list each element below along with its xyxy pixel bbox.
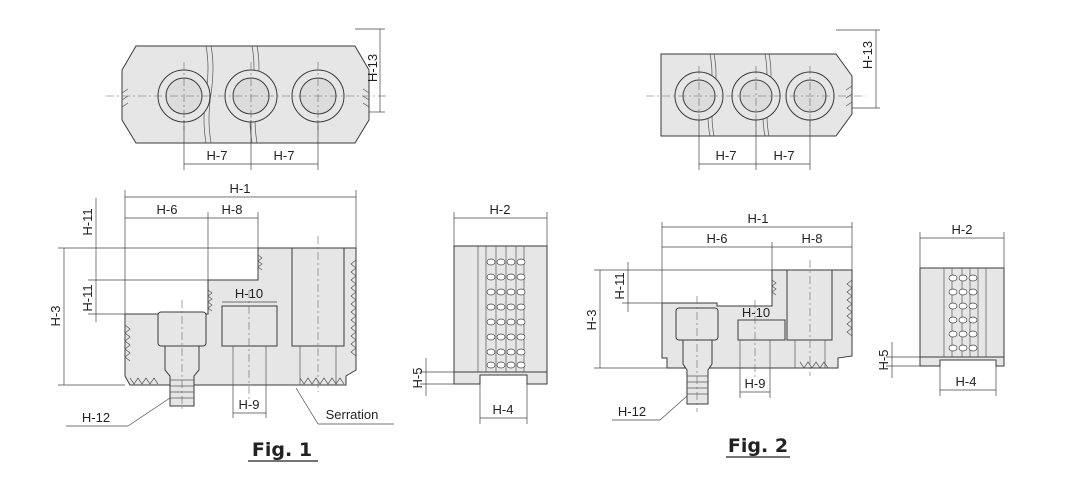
fig1-h1-label: H-1: [230, 181, 251, 196]
fig2-caption: Fig. 2: [728, 435, 788, 457]
fig2-h8-label: H-8: [802, 231, 823, 246]
fig1-h6-label: H-6: [157, 202, 178, 217]
fig2-h13-label: H-13: [860, 41, 875, 69]
fig2-top-h7-left-label: H-7: [716, 148, 737, 163]
fig2-serration-teeth: [948, 274, 978, 352]
fig1-h2-label: H-2: [490, 202, 511, 217]
fig2-h2-label: H-2: [952, 222, 973, 237]
fig1-h11-upper-label: H-11: [80, 208, 95, 235]
fig2-h11-label: H-11: [612, 272, 627, 299]
fig2-h10-label: H-10: [742, 305, 770, 320]
fig1-h8-label: H-8: [222, 202, 243, 217]
fig1-serration-teeth: [486, 258, 526, 369]
serration-label: Serration: [326, 407, 379, 422]
fig2-h3-label: H-3: [584, 310, 599, 331]
fig2-h9-label: H-9: [745, 376, 766, 391]
fig2-side-view: H-2 H-5 H-4: [876, 222, 1005, 396]
fig2-front-view: H-1 H-6 H-8 H-11 H-3 H-10 H-9 H-12 Fig. …: [584, 211, 853, 458]
fig1-front-view: H-1 H-6 H-8 H-11 H-11 H-3 H-10 H-9 H-12: [48, 181, 394, 462]
fig1-h9-label: H-9: [239, 397, 260, 412]
fig1-h11-lower-label: H-11: [80, 284, 95, 311]
fig1-top-h7-left-label: H-7: [207, 148, 228, 163]
fig1-h4-label: H-4: [493, 402, 514, 417]
fig1-h13-label: H-13: [365, 54, 380, 82]
fig2-h4-label: H-4: [956, 374, 977, 389]
fig1-h3-label: H-3: [48, 306, 63, 327]
fig1-h5-label: H-5: [410, 368, 425, 389]
fig2-h5-label: H-5: [876, 350, 891, 371]
fig1-top-view: H-13 H-7 H-7: [106, 28, 386, 170]
fig1-caption: Fig. 1: [252, 439, 312, 461]
fig2-h6-label: H-6: [707, 231, 728, 246]
fig2-top-h7-right-label: H-7: [774, 148, 795, 163]
fig1-h12-label: H-12: [82, 410, 110, 425]
fig2-h12-label: H-12: [618, 404, 646, 419]
fig2-h1-label: H-1: [748, 211, 769, 226]
fig1-top-h7-right-label: H-7: [274, 148, 295, 163]
fig1-h10-label: H-10: [235, 286, 263, 301]
fig2-top-view: H-13 H-7 H-7: [646, 29, 880, 170]
fig1-side-view: H-2 H-5 H-4: [410, 202, 548, 424]
